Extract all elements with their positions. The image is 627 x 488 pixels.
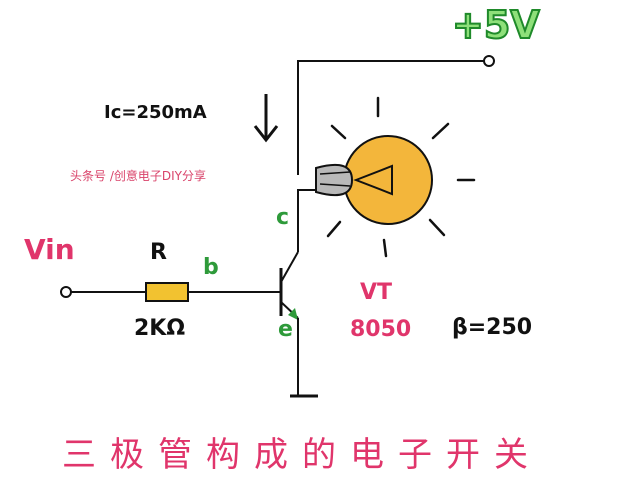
collector-current-label: Ic=250mA <box>104 102 207 123</box>
resistor-value-label: 2KΩ <box>134 316 186 341</box>
transistor-name-label: VT <box>360 280 393 305</box>
supply-wire <box>297 60 484 175</box>
watermark-text: 头条号 /创意电子DIY分享 <box>70 169 206 183</box>
diagram-caption: 三极管构成的电子开关 <box>62 435 542 475</box>
down-arrow-icon <box>253 94 279 143</box>
transistor-icon <box>279 251 299 320</box>
input-terminal <box>60 286 72 298</box>
gain-label: β=250 <box>452 315 533 340</box>
emitter-label: e <box>278 317 293 342</box>
resistor-name-label: R <box>150 240 167 265</box>
bulb-icon <box>315 96 476 258</box>
supply-label: +5V <box>451 3 541 47</box>
collector-wire <box>297 189 316 252</box>
supply-terminal <box>483 55 495 67</box>
input-label: Vin <box>24 233 75 266</box>
base-label: b <box>203 255 219 280</box>
transistor-model-label: 8050 <box>350 317 412 342</box>
resistor-icon <box>145 282 189 302</box>
collector-label: c <box>276 205 290 230</box>
